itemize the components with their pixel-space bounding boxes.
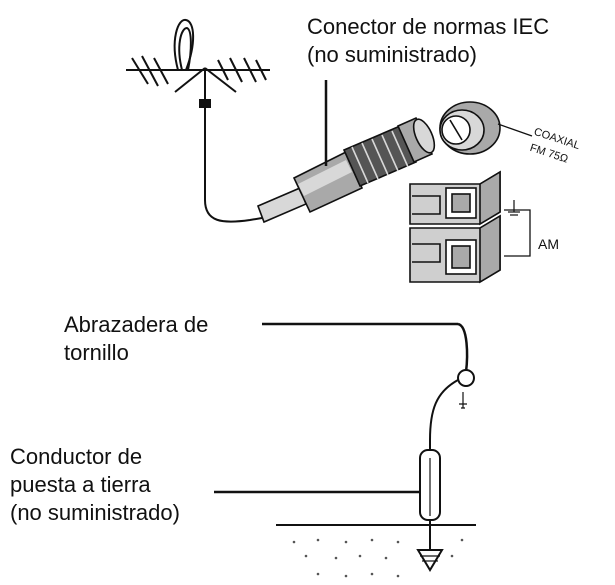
grounding-setup (214, 322, 476, 572)
soil-texture (292, 538, 464, 578)
coaxial-pointer-line (497, 123, 533, 137)
ground-mark (459, 392, 467, 409)
screw-clamp-label-line2: tornillo (64, 340, 129, 365)
am-terminal-block (409, 170, 531, 284)
coaxial-socket (439, 101, 533, 155)
fm-antenna (126, 19, 270, 223)
am-label: AM (538, 236, 559, 252)
antenna-loop (173, 19, 195, 71)
antenna-junction (199, 99, 211, 108)
iec-connector-label-line1: Conector de normas IEC (307, 14, 550, 39)
screw-clamp-label-line1: Abrazadera de (64, 312, 209, 337)
ground-rod-tip (416, 549, 444, 572)
antenna-cable (204, 107, 263, 223)
ground-wire-label-line2: puesta a tierra (10, 472, 151, 497)
iec-connector-label-line2: (no suministrado) (307, 42, 477, 67)
iec-plug (256, 80, 436, 224)
ground-wire-label-line3: (no suministrado) (10, 500, 180, 525)
ground-wire-label-line1: Conductor de (10, 444, 143, 469)
screw-clamp (457, 369, 475, 387)
